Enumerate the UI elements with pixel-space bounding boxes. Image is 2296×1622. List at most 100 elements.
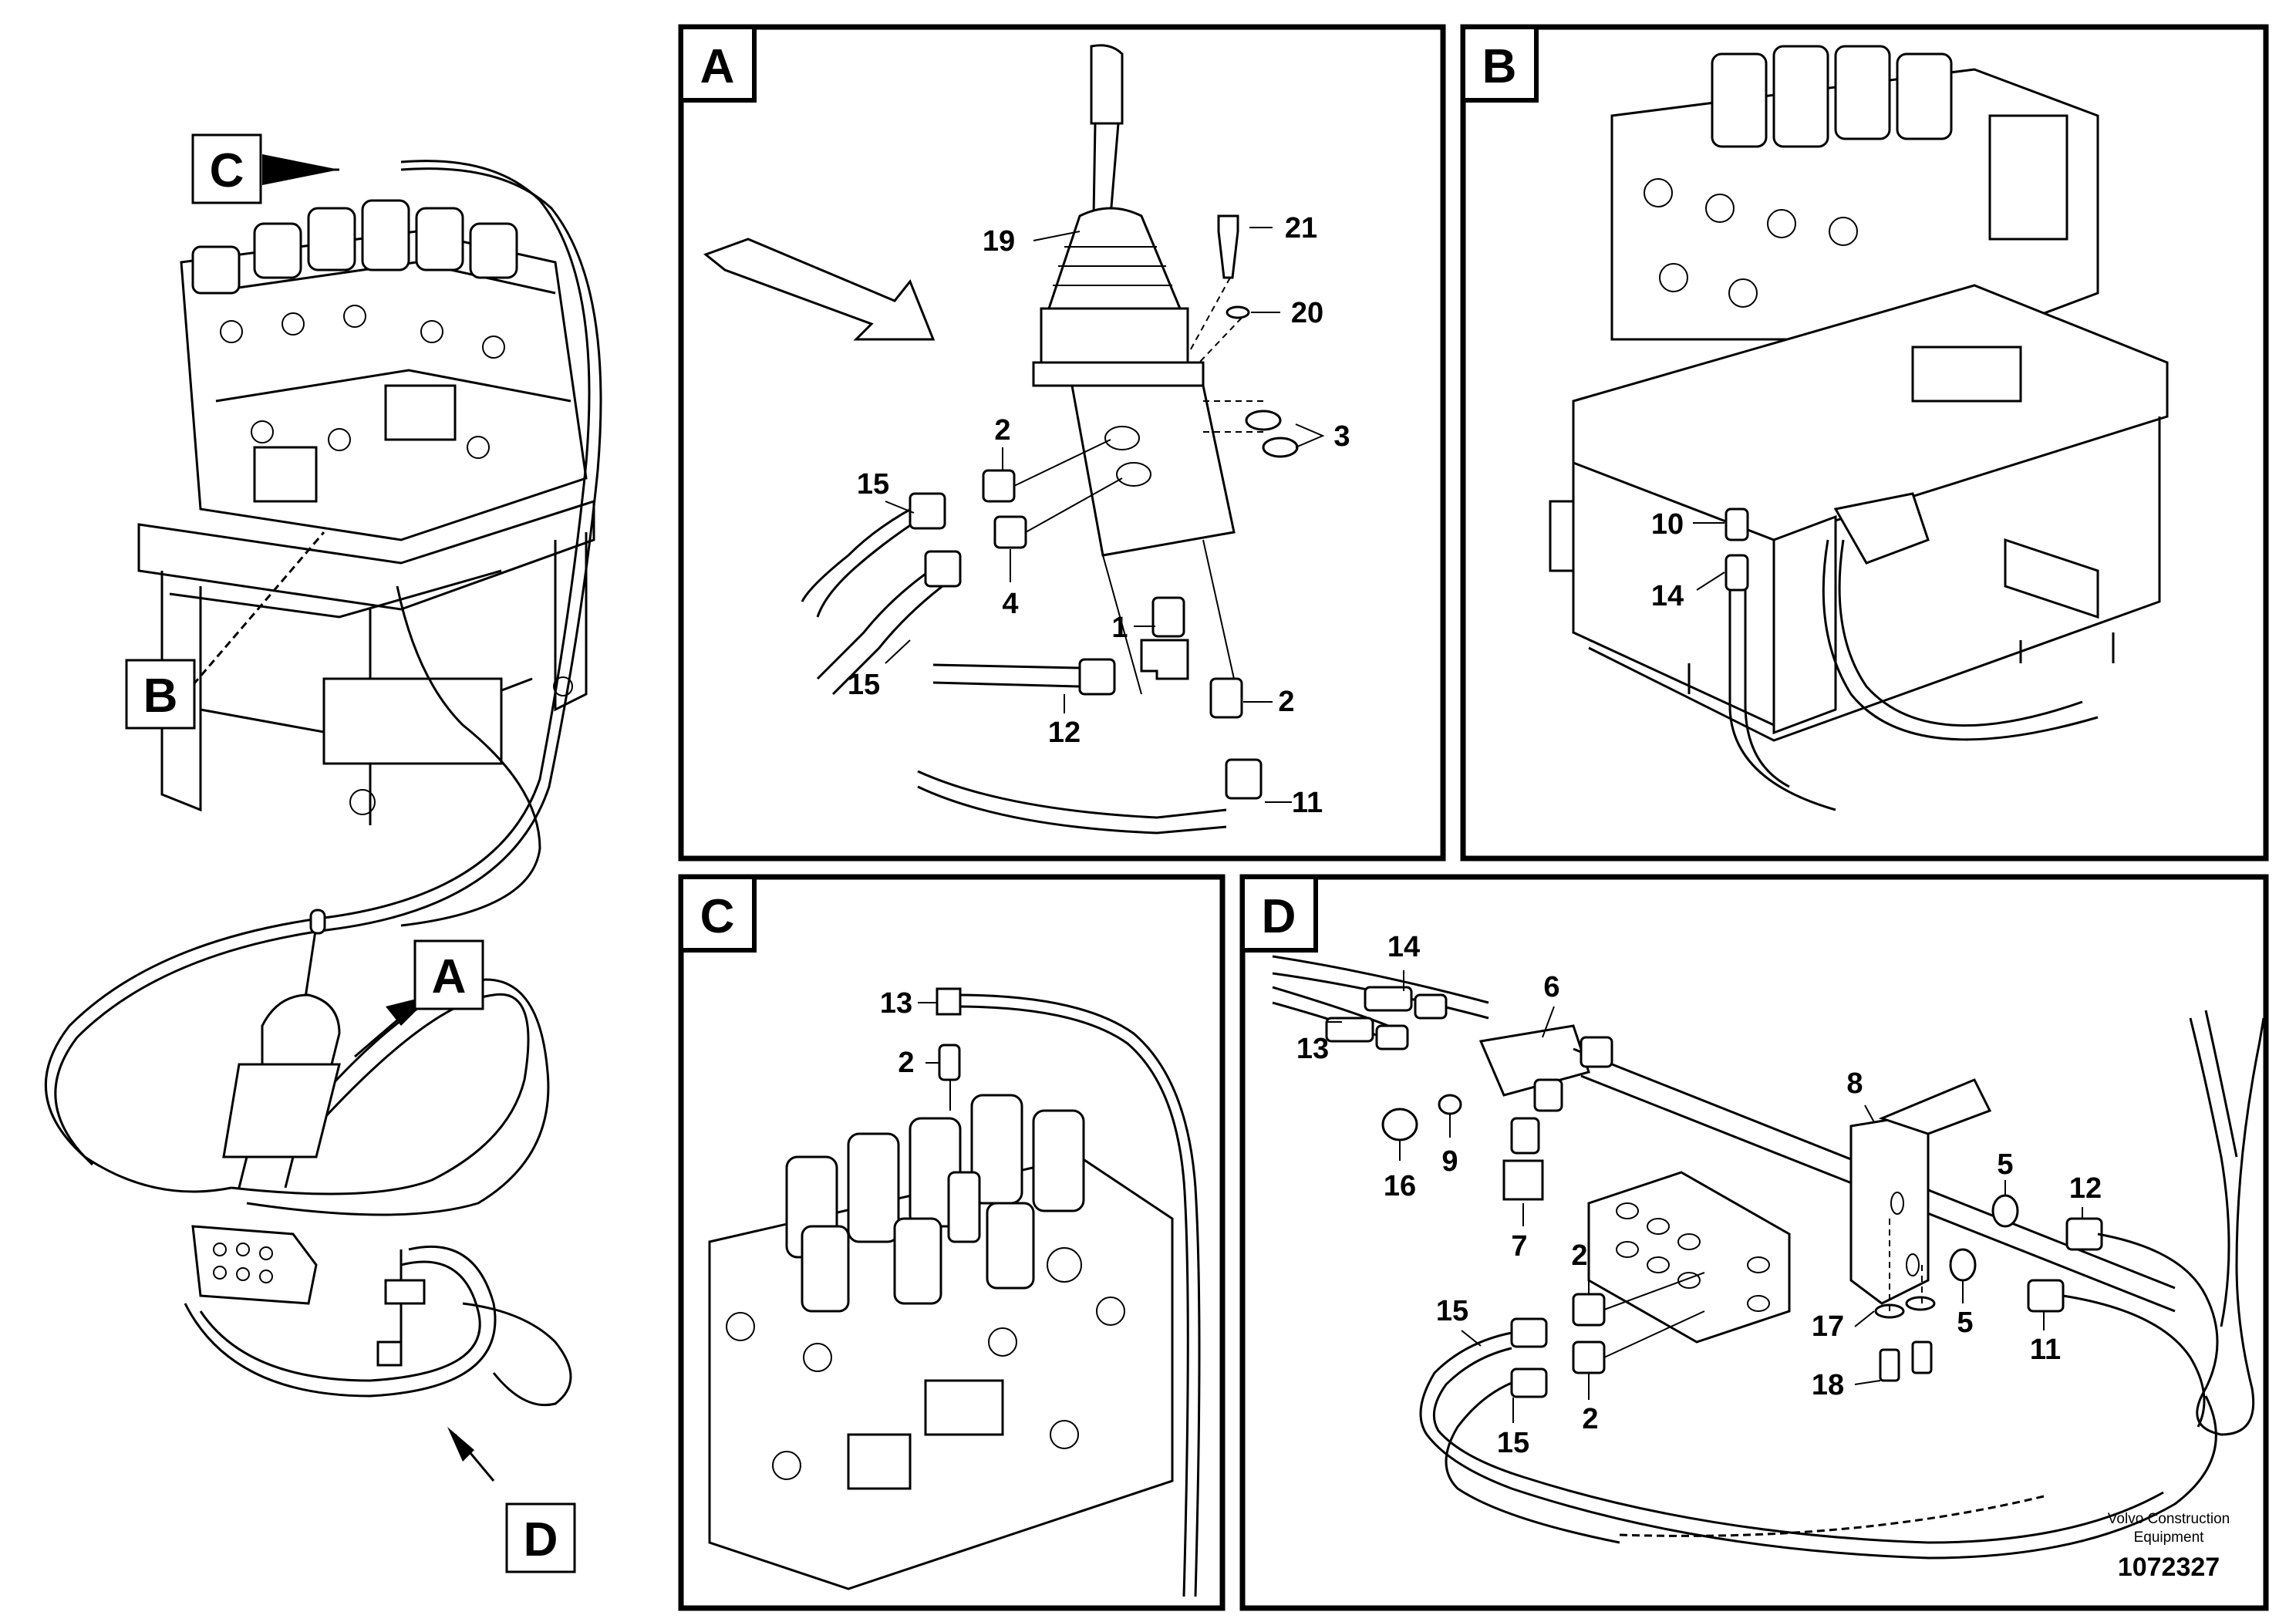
label-d-7: 7: [1511, 1230, 1527, 1263]
callout-tag-c-text: C: [210, 144, 244, 197]
washer-5a: [1991, 1194, 2019, 1228]
panel-c: C 13 2: [678, 874, 1226, 1611]
hose-15-upper: [801, 500, 926, 602]
label-a-19: 19: [983, 225, 1015, 258]
label-d-14: 14: [1387, 931, 1420, 963]
callout-tag-d-text: D: [524, 1513, 558, 1566]
valve-stand: [137, 499, 595, 825]
adapter-2-lower: [1209, 677, 1243, 719]
c-adapter-2: [938, 1044, 961, 1081]
overview-callout-lines: [146, 154, 495, 1482]
c-elbow-13: [936, 987, 962, 1016]
hose-12: [932, 663, 1081, 669]
panel-d-tag-box: [1240, 875, 1318, 953]
washer-20: [1226, 305, 1250, 319]
washer-9: [1438, 1094, 1462, 1115]
d-adapter-2-lower: [1572, 1340, 1606, 1374]
panel-d-leaders: [1327, 970, 2083, 1423]
label-a-21: 21: [1285, 212, 1317, 244]
view-direction-arrow: [703, 238, 936, 341]
label-a-4: 4: [1002, 588, 1018, 620]
overview-joystick: [222, 909, 341, 1189]
plug-16: [1381, 1108, 1418, 1141]
label-d-6: 6: [1543, 971, 1559, 1003]
elbow-1: [1140, 639, 1189, 680]
washer-3a: [1245, 410, 1282, 431]
label-d-18: 18: [1812, 1369, 1844, 1401]
b-hose-end-14: [1725, 554, 1749, 592]
panel-a-tag: A: [700, 40, 735, 93]
label-d-13: 13: [1296, 1033, 1329, 1065]
callout-tag-d: D: [505, 1502, 576, 1573]
panel-a-leaders: [885, 227, 1325, 803]
brand-line-1: Volvo Construction: [2108, 1511, 2230, 1527]
d-fitting-12: [2065, 1217, 2103, 1251]
label-a-15-upper: 15: [857, 468, 889, 501]
d-adapter-2-upper: [1572, 1293, 1606, 1327]
label-d-11: 11: [2030, 1334, 2061, 1366]
adapter-2-upper: [982, 469, 1016, 503]
label-c-2: 2: [898, 1047, 914, 1079]
joystick-assembly: [1032, 44, 1236, 695]
overview-illustration: C B A D: [45, 133, 602, 1573]
panel-b-hoses: [1728, 539, 2099, 811]
label-a-2-lower: 2: [1278, 686, 1294, 718]
label-a-20: 20: [1291, 297, 1323, 329]
label-b-10: 10: [1651, 508, 1684, 541]
block-7: [1502, 1159, 1544, 1201]
label-a-3: 3: [1333, 420, 1350, 453]
brand-line-2: Equipment: [2134, 1529, 2205, 1546]
d-upper-hoses: [1272, 955, 1489, 1050]
overview-junction-block: [191, 1225, 426, 1367]
panel-b-tag: B: [1482, 40, 1517, 93]
label-d-17: 17: [1812, 1310, 1844, 1343]
label-d-8: 8: [1846, 1067, 1863, 1100]
label-d-15-lower: 15: [1497, 1427, 1529, 1459]
control-valve: [180, 199, 588, 541]
label-d-12: 12: [2069, 1172, 2102, 1205]
hose-11: [917, 770, 1227, 819]
label-d-5-upper: 5: [1997, 1148, 2013, 1181]
panel-b-valve: [1610, 45, 2099, 341]
bolt-21: [1217, 214, 1239, 279]
label-c-13: 13: [880, 987, 912, 1020]
washer-17b: [1905, 1296, 1936, 1311]
hose-end-11: [1225, 758, 1263, 800]
callout-tag-a-text: A: [432, 950, 467, 1003]
panel-a: A: [678, 24, 1446, 862]
label-d-2-upper: 2: [1571, 1239, 1587, 1272]
panel-c-tag-box: [679, 875, 757, 953]
panel-a-tag-box: [679, 25, 757, 103]
label-a-11: 11: [1292, 787, 1323, 819]
panel-c-tag: C: [700, 890, 735, 943]
c-hose: [956, 993, 1201, 1597]
bolt-18a: [1879, 1348, 1900, 1382]
adapter-4: [993, 515, 1027, 549]
washer-3b: [1262, 437, 1299, 458]
callout-tag-a: A: [413, 939, 484, 1010]
panel-b-tag-box: [1461, 25, 1539, 103]
label-b-14: 14: [1651, 580, 1684, 612]
panel-c-valve: [708, 1094, 1174, 1590]
document-number: 1072327: [2118, 1553, 2220, 1582]
callout-tag-b-text: B: [143, 669, 178, 723]
panel-b-stand: [1549, 284, 2169, 742]
d-fitting-11: [2027, 1279, 2065, 1313]
b-fitting-10: [1725, 508, 1749, 541]
nipple-1: [1151, 596, 1185, 638]
label-a-12: 12: [1048, 717, 1081, 749]
label-d-9: 9: [1441, 1145, 1458, 1178]
label-d-2-lower: 2: [1582, 1403, 1598, 1435]
label-a-15-lower: 15: [848, 669, 880, 701]
hose-15-lower: [816, 561, 942, 680]
label-d-15-upper: 15: [1436, 1295, 1468, 1327]
tee-6: [1478, 1024, 1590, 1097]
label-a-1: 1: [1111, 612, 1128, 644]
callout-tag-c: C: [191, 133, 262, 204]
panel-d: D: [1239, 874, 2269, 1611]
washer-5b: [1949, 1248, 1977, 1282]
label-d-16: 16: [1384, 1170, 1416, 1202]
bolt-18b: [1911, 1340, 1933, 1374]
panel-d-tag: D: [1262, 890, 1296, 943]
callout-tag-b: B: [125, 659, 196, 730]
